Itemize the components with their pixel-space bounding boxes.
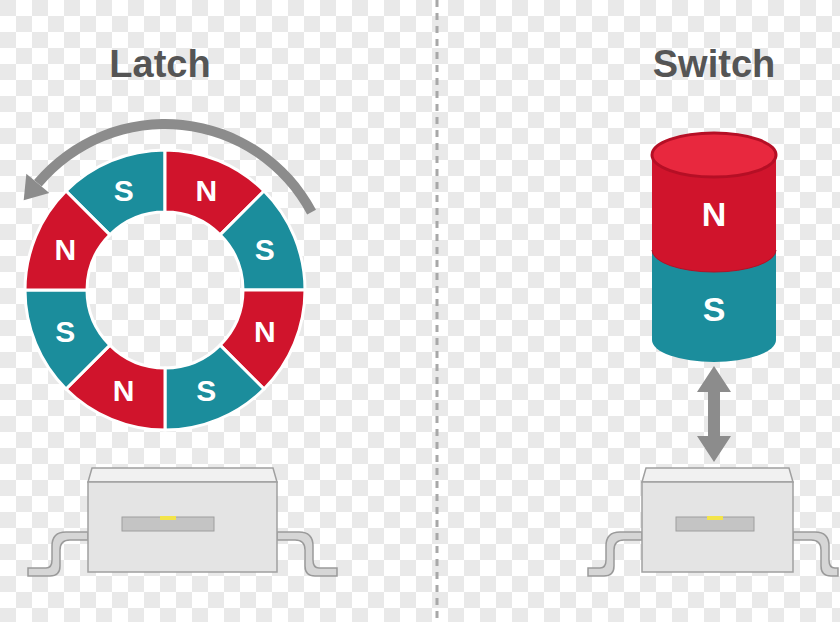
- pole-letter: S: [55, 315, 75, 349]
- rotation-arrow: [24, 119, 316, 214]
- magnet-pole: S: [652, 262, 776, 356]
- magnet-segment: [25, 191, 110, 290]
- pole-letter: N: [195, 174, 217, 208]
- magnet-pole: N: [652, 178, 776, 250]
- pole-letter: S: [196, 374, 216, 408]
- pole-letter: N: [54, 233, 76, 267]
- ring-magnet: [25, 150, 305, 430]
- pole-letter: N: [702, 195, 727, 234]
- pole-letter: S: [114, 174, 134, 208]
- movement-arrow: [697, 366, 731, 462]
- pole-letter: S: [703, 290, 726, 329]
- hall-sensor: [588, 468, 838, 576]
- heading: Switch: [653, 43, 775, 86]
- magnet-segment: [25, 290, 110, 389]
- pole-letter: S: [255, 233, 275, 267]
- divider-line: [436, 0, 439, 622]
- heading: Latch: [109, 43, 210, 86]
- magnet-segment: [165, 345, 264, 430]
- pole-letter: N: [113, 374, 135, 408]
- pole-letter: N: [254, 315, 276, 349]
- bar-magnet: [652, 133, 776, 362]
- hall-sensor: [28, 468, 337, 576]
- magnet-segment: [220, 191, 305, 290]
